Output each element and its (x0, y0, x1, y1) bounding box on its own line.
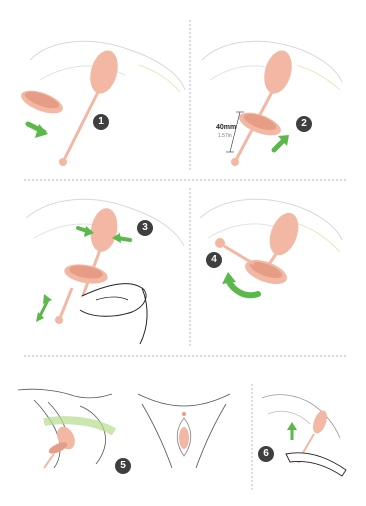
step-6-badge: 6 (258, 446, 274, 462)
step-1-panel: 1 (20, 20, 188, 172)
step-2-panel: 40mm 1.57in 2 (192, 20, 346, 172)
step-3-panel: 3 (20, 188, 188, 346)
step-3-illustration (20, 188, 188, 346)
step-2-illustration (192, 20, 346, 172)
step-5-illustration (14, 384, 250, 490)
step-5-badge: 5 (115, 458, 131, 474)
step-2-measure-mm: 40mm (216, 124, 236, 131)
step-1-badge: 1 (93, 114, 109, 130)
step-4-badge: 4 (206, 252, 222, 268)
step-2-measure-in: 1.57in (218, 133, 232, 139)
step-2-badge: 2 (296, 116, 312, 132)
step-6-panel: 6 (256, 384, 352, 490)
step-1-illustration (20, 20, 188, 172)
step-5-panel: 5 (14, 384, 250, 490)
step-6-illustration (256, 384, 352, 490)
step-4-panel: 4 (192, 188, 346, 346)
step-3-badge: 3 (137, 220, 153, 236)
